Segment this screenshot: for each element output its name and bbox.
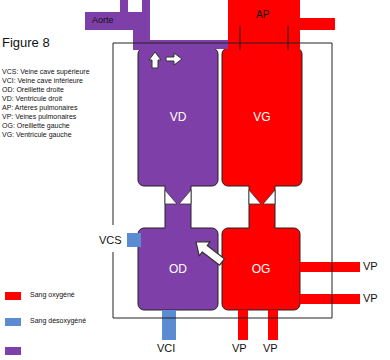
vessel-label: VP [263,342,278,355]
valve-passage [249,185,275,229]
aorta-vessel [133,12,150,50]
ventricle-chamber: VG [222,48,302,186]
chamber-shape [138,48,218,186]
chamber-label: OD [169,262,187,276]
aorta-branch [120,0,128,14]
pulmonary-branch [300,18,335,30]
abbreviation-note: VCI: Veine cave inférieure [2,77,83,85]
abbreviation-note: OD: Oreillette droite [2,86,64,94]
pulmonary-vein [268,310,278,340]
chamber-fills [138,48,302,310]
valve-passage [165,185,191,229]
vessel-label: VCS [99,234,122,247]
pulmonary-vein [300,262,360,272]
abbreviation-note: AP: Artères pulmonaires [2,104,77,112]
pulmonary-vein [238,310,248,340]
vessel-label: VP [363,260,378,273]
pulmonary-vein [300,294,360,304]
valve-passage [249,185,275,229]
shunt-arrow [196,242,224,266]
flow-arrow [166,53,182,65]
vessel-label: VP [232,342,247,355]
abbreviation-note: VP: Veines pulmonaires [2,113,76,121]
legend-swatch [5,347,21,355]
valve-leaflet [179,190,191,204]
valve-leaflet [165,190,177,204]
vessel-label: AP [256,9,269,21]
abbreviation-note: VD: Ventricule droit [2,95,62,103]
valve-passage [165,185,191,229]
flow-arrow [149,52,161,68]
legend-swatch [5,318,21,326]
ventricle-chamber: VD [138,48,218,186]
heart-outline [113,43,332,318]
valve-leaflet [249,190,261,204]
shunt-arrow [196,242,224,266]
abbreviation-note: VG: Ventricule gauche [2,131,72,139]
vessel-wall [288,26,289,50]
atrium-chamber: OG [222,228,300,310]
vessel-label: VP [363,292,378,305]
legend-swatch [5,292,21,300]
chamber-label: VG [253,110,270,124]
legend-text: Sang désoxygéné [30,317,86,325]
vessel-label: VCI [157,342,175,355]
chamber-label: VD [170,110,187,124]
abbreviation-note: OG: Oreillette gauche [2,122,70,130]
chamber-shape [138,228,218,310]
chamber-shape [222,228,300,310]
vessel-label: Aorte [92,15,114,25]
chamber-shape [222,48,302,186]
ductus-band [150,40,230,49]
atrium-chamber: OD [138,228,218,310]
abbreviation-note: VCS: Veine cave supérieure [2,68,90,76]
aorta-branch [142,0,150,14]
vessel-wall [240,26,241,50]
figure-title: Figure 8 [2,36,50,51]
valve-leaflet [263,190,275,204]
chamber-label: OG [252,262,271,276]
vena-cava-inferior [162,310,176,340]
legend-text: Sang oxygéné [30,291,75,299]
vena-cava-superior [127,233,141,247]
